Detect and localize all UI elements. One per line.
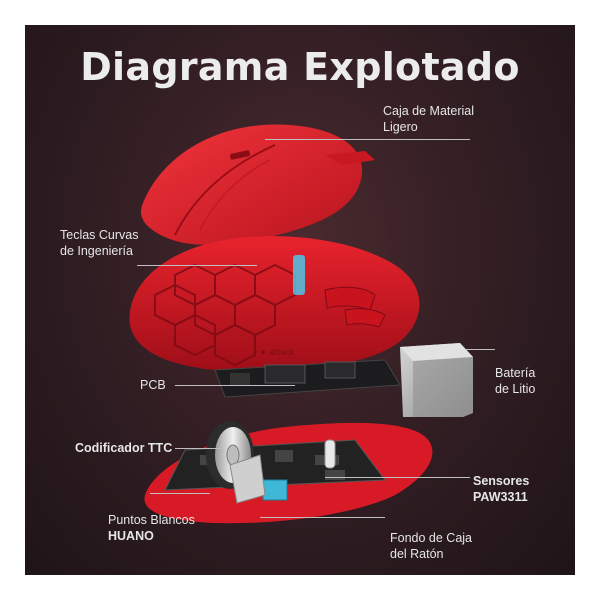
label-shell-line2: Ligero	[383, 120, 418, 134]
label-encoder-text: Codificador TTC	[75, 441, 173, 455]
label-pcb: PCB	[140, 377, 166, 393]
pcb-board	[214, 359, 401, 398]
label-switches-line2: HUANO	[108, 529, 154, 543]
label-keys-line1: Teclas Curvas	[60, 228, 139, 242]
page-title: Diagrama Explotado	[80, 45, 520, 89]
battery-pack	[400, 343, 473, 417]
exploded-mouse-illustration: ✦ attack	[129, 124, 473, 524]
label-sensor: Sensores PAW3311	[473, 473, 529, 505]
label-battery-line1: Batería	[495, 366, 536, 380]
leader-pcb	[175, 385, 295, 386]
label-bottom-line1: Fondo de Caja	[390, 531, 473, 545]
leader-encoder	[175, 448, 223, 449]
leader-battery	[465, 349, 495, 350]
diagram-canvas: ✦ attack	[25, 25, 575, 575]
label-bottom-line2: del Ratón	[390, 547, 444, 561]
label-switches-line1: Puntos Blancos	[108, 513, 195, 527]
leader-bottom	[260, 517, 385, 518]
label-battery: Batería de Litio	[495, 365, 535, 397]
bottom-shell	[144, 421, 433, 524]
label-shell: Caja de Material Ligero	[383, 103, 474, 135]
label-pcb-text: PCB	[140, 378, 166, 392]
label-sensor-line2: PAW3311	[473, 490, 528, 504]
label-keys-line2: de Ingeniería	[60, 244, 133, 258]
label-shell-line1: Caja de Material	[383, 104, 475, 118]
leader-sensor	[325, 477, 470, 478]
label-encoder: Codificador TTC	[75, 440, 172, 456]
leader-shell	[265, 139, 470, 140]
top-shell	[141, 124, 375, 245]
main-body: ✦ attack	[129, 236, 420, 372]
leader-switches	[150, 493, 210, 494]
label-sensor-line1: Sensores	[473, 474, 530, 488]
leader-keys	[137, 265, 257, 266]
label-battery-line2: de Litio	[495, 382, 536, 396]
svg-text:✦ attack: ✦ attack	[260, 348, 295, 357]
label-switches: Puntos Blancos HUANO	[108, 512, 195, 544]
label-keys: Teclas Curvas de Ingeniería	[60, 227, 139, 259]
label-bottom: Fondo de Caja del Ratón	[390, 530, 472, 562]
